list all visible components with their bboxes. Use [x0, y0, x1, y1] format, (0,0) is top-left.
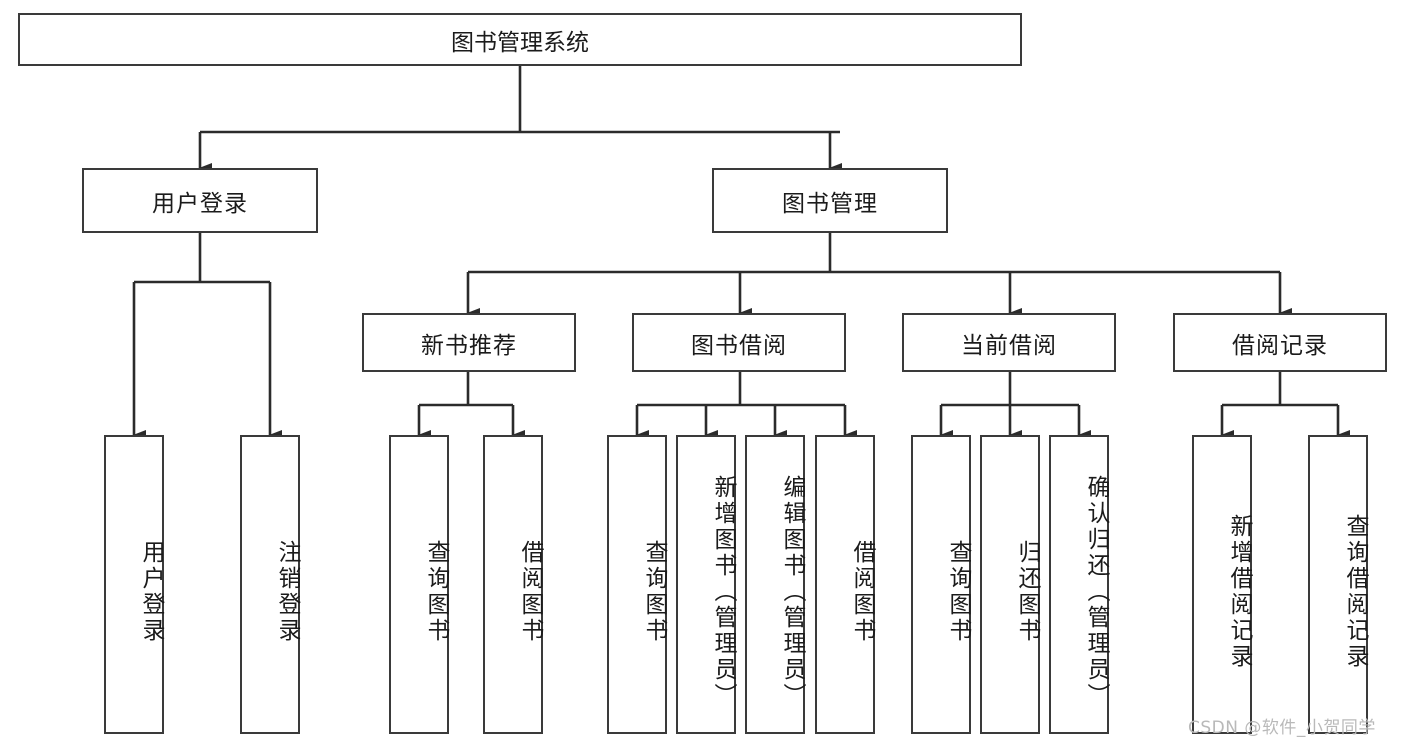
leaf-label: 归还图书 [1014, 539, 1040, 644]
leaf-label: 编辑图书（管理员） [779, 474, 805, 709]
leaf-borrow-query-book[interactable]: 查询图书 [607, 435, 667, 734]
leaf-label: 查询图书 [423, 539, 449, 644]
leaf-current-confirm-return-admin[interactable]: 确认归还（管理员） [1049, 435, 1109, 734]
node-book-management[interactable]: 图书管理 [712, 168, 948, 233]
node-new-book-recommend[interactable]: 新书推荐 [362, 313, 576, 372]
leaf-new-book-borrow[interactable]: 借阅图书 [483, 435, 543, 734]
leaf-label: 新增借阅记录 [1226, 513, 1252, 670]
node-book-borrow[interactable]: 图书借阅 [632, 313, 846, 372]
node-user-login[interactable]: 用户登录 [82, 168, 318, 233]
leaf-borrow-borrow-book[interactable]: 借阅图书 [815, 435, 875, 734]
leaf-record-add-record[interactable]: 新增借阅记录 [1192, 435, 1252, 734]
leaf-label: 借阅图书 [849, 539, 875, 644]
leaf-new-book-query[interactable]: 查询图书 [389, 435, 449, 734]
leaf-borrow-edit-book-admin[interactable]: 编辑图书（管理员） [745, 435, 805, 734]
leaf-user-login-logout[interactable]: 注销登录 [240, 435, 300, 734]
leaf-user-login-login[interactable]: 用户登录 [104, 435, 164, 734]
leaf-record-query-record[interactable]: 查询借阅记录 [1308, 435, 1368, 734]
leaf-borrow-add-book-admin[interactable]: 新增图书（管理员） [676, 435, 736, 734]
leaf-label: 确认归还（管理员） [1083, 474, 1109, 709]
node-borrow-record[interactable]: 借阅记录 [1173, 313, 1387, 372]
leaf-label: 新增图书（管理员） [710, 474, 736, 709]
leaf-label: 注销登录 [274, 539, 300, 644]
leaf-label: 借阅图书 [517, 539, 543, 644]
node-current-borrow[interactable]: 当前借阅 [902, 313, 1116, 372]
leaf-label: 查询借阅记录 [1342, 513, 1368, 670]
csdn-watermark: CSDN @软件_小贺同学 [1188, 718, 1376, 738]
leaf-current-query-book[interactable]: 查询图书 [911, 435, 971, 734]
leaf-label: 查询图书 [945, 539, 971, 644]
leaf-label: 用户登录 [138, 539, 164, 644]
leaf-current-return-book[interactable]: 归还图书 [980, 435, 1040, 734]
node-root-library-system[interactable]: 图书管理系统 [18, 13, 1022, 66]
leaf-label: 查询图书 [641, 539, 667, 644]
